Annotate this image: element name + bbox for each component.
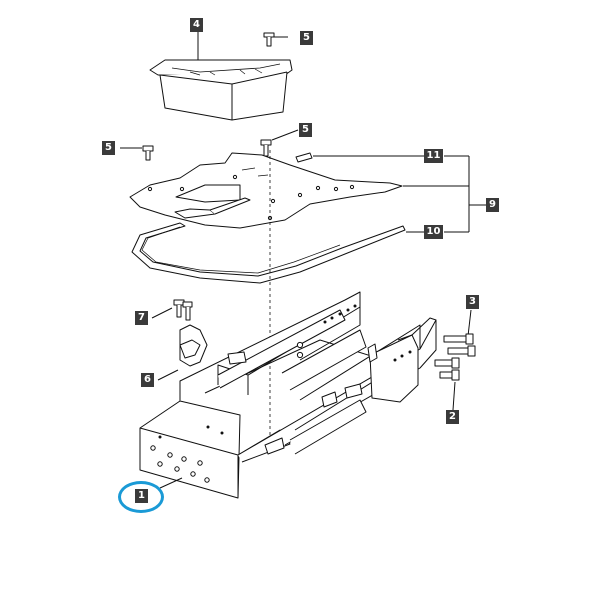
part-3-bolts [443,309,476,357]
callout-11: 11 [424,149,443,163]
callout-10: 10 [424,225,443,239]
callout-9: 9 [486,198,499,212]
callout-4: 4 [190,18,203,32]
part-7-screws [151,299,193,321]
part-5-bolt-top [263,32,288,47]
callout-2: 2 [446,410,459,424]
part-6-bracket [157,324,208,381]
part-10-seal [131,222,424,284]
part-5-bolt-left [120,145,154,161]
leader-9 [403,155,486,233]
callout-3: 3 [466,295,479,309]
part-2-bolts [434,357,460,411]
part-11-pin [295,152,424,163]
callout-5-center: 5 [299,123,312,137]
part-1-frame [139,291,437,499]
callout-6: 6 [141,373,154,387]
part-9-seat-plate [129,152,403,229]
callout-7: 7 [135,311,148,325]
callout-1-highlight-ring [118,481,164,513]
callout-5-top: 5 [300,31,313,45]
part-5-bolt-center [260,129,299,157]
callout-5-left: 5 [102,141,115,155]
part-4-tray [149,28,293,121]
